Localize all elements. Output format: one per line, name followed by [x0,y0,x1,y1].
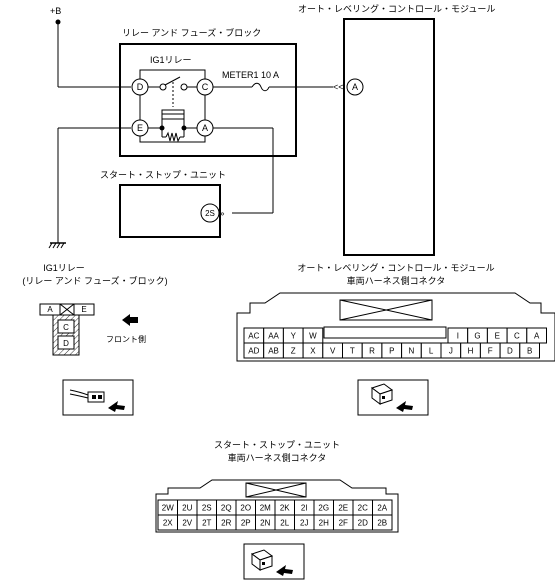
ss-pin-label: 2K [280,504,290,513]
svg-text:C: C [63,323,69,332]
module-pin-label: V [330,347,336,356]
module-pin-label: C [514,332,520,341]
power-label: +B [50,6,61,16]
module-pin-label: F [488,347,493,356]
ss-connector-title-1: スタート・ストップ・ユニット [214,440,340,450]
svg-text:A: A [352,82,358,92]
ss-pin-label: 2C [358,504,368,513]
ss-pin-label: 2O [240,504,251,513]
module-pin-label: AD [248,347,259,356]
ss-pin-label: 2H [319,519,329,528]
module-pin-label: A [534,332,540,341]
module-pin-label: L [429,347,434,356]
module-pin-cell [519,342,540,359]
fuse-icon [251,82,270,92]
ss-pin-cell [372,514,393,531]
connector-illustration-2 [357,379,429,416]
ss-pin-label: 2G [318,504,329,513]
start-stop-title: スタート・ストップ・ユニット [100,170,226,180]
ss-pin-label: 2M [260,504,271,513]
ss-pin-label: 2I [301,504,308,513]
module-pin-label: N [409,347,415,356]
relay-view-title-1: IG1リレー [43,263,85,273]
module-pin-label: AB [268,347,279,356]
module-pin-label: J [449,347,453,356]
ss-pin-label: 2D [358,519,368,528]
ss-pin-label: 2U [182,504,192,513]
ground-icon [48,242,66,249]
connector-mark-icon: << [333,82,344,92]
ss-connector-title-2: 車両ハーネス側コネクタ [228,452,327,463]
svg-text:A: A [47,305,53,314]
module-pin-label: T [350,347,355,356]
ss-pin-label: 2X [163,519,173,528]
module-pin-label: E [495,332,500,341]
relay-coil [148,109,197,143]
module-connector-title-1: オート・レベリング・コントロール・モジュール [297,262,494,273]
relay-view-title-2: (リレー アンド フューズ・ブロック) [22,275,167,286]
module-pin-label: I [457,332,459,341]
ss-pin-label: 2J [300,519,308,528]
connector-mark-icon-2: » [220,209,225,218]
ss-pin-label: 2B [377,519,387,528]
ss-pin-label: 2T [202,519,211,528]
module-terminal-a [346,78,364,96]
ss-pin-label: 2V [182,519,192,528]
front-arrow-icon [122,314,138,326]
ss-pin-label: 2E [338,504,348,513]
module-connector-title-2: 車両ハーネス側コネクタ [347,275,446,286]
ss-pin-label: 2N [260,519,270,528]
connector-illustration-1 [62,379,134,416]
svg-text:2S: 2S [205,209,215,218]
module-pin-label: B [527,347,532,356]
module-title: オート・レベリング・コントロール・モジュール [298,3,495,14]
connector-illustration-3 [243,543,305,580]
module-box [343,18,435,256]
ss-pin-label: 2P [241,519,251,528]
ss-pin-label: 2A [377,504,387,513]
ss-pin-label: 2F [339,519,348,528]
svg-text:E: E [81,305,86,314]
module-pin-label: AA [268,332,279,341]
module-pin-label: R [369,347,375,356]
fuse-label: METER1 10 A [222,70,279,80]
module-pin-label: AC [248,332,259,341]
ss-pin-label: 2R [221,519,231,528]
module-pin-label: H [468,347,474,356]
start-stop-box [119,184,221,238]
relay-fuse-block [119,43,297,157]
ss-pin-label: 2Q [221,504,232,513]
svg-text:E: E [137,123,143,133]
ss-pin-label: 2S [202,504,212,513]
module-pin-label: X [310,347,316,356]
terminal-2s [200,203,220,223]
svg-text:C: C [202,82,209,92]
module-pin-label: Y [291,332,297,341]
svg-text:D: D [63,339,69,348]
ss-pin-label: 2W [162,504,174,513]
relay-name: IG1リレー [150,55,192,65]
module-pin-label: W [309,332,317,341]
relay-terminal-view: A E C D [39,303,95,356]
module-pin-label: G [474,332,480,341]
svg-text:A: A [202,123,208,133]
module-pin-label: P [389,347,394,356]
front-label: フロント側 [106,334,146,344]
module-pin-label: D [507,347,513,356]
module-pin-label: Z [291,347,296,356]
relay-block-title: リレー アンド フューズ・ブロック [122,27,261,38]
relay-switch-contact [148,76,197,107]
ss-pin-label: 2L [280,519,289,528]
svg-text:D: D [137,82,144,92]
ig1-relay-box [139,69,206,143]
